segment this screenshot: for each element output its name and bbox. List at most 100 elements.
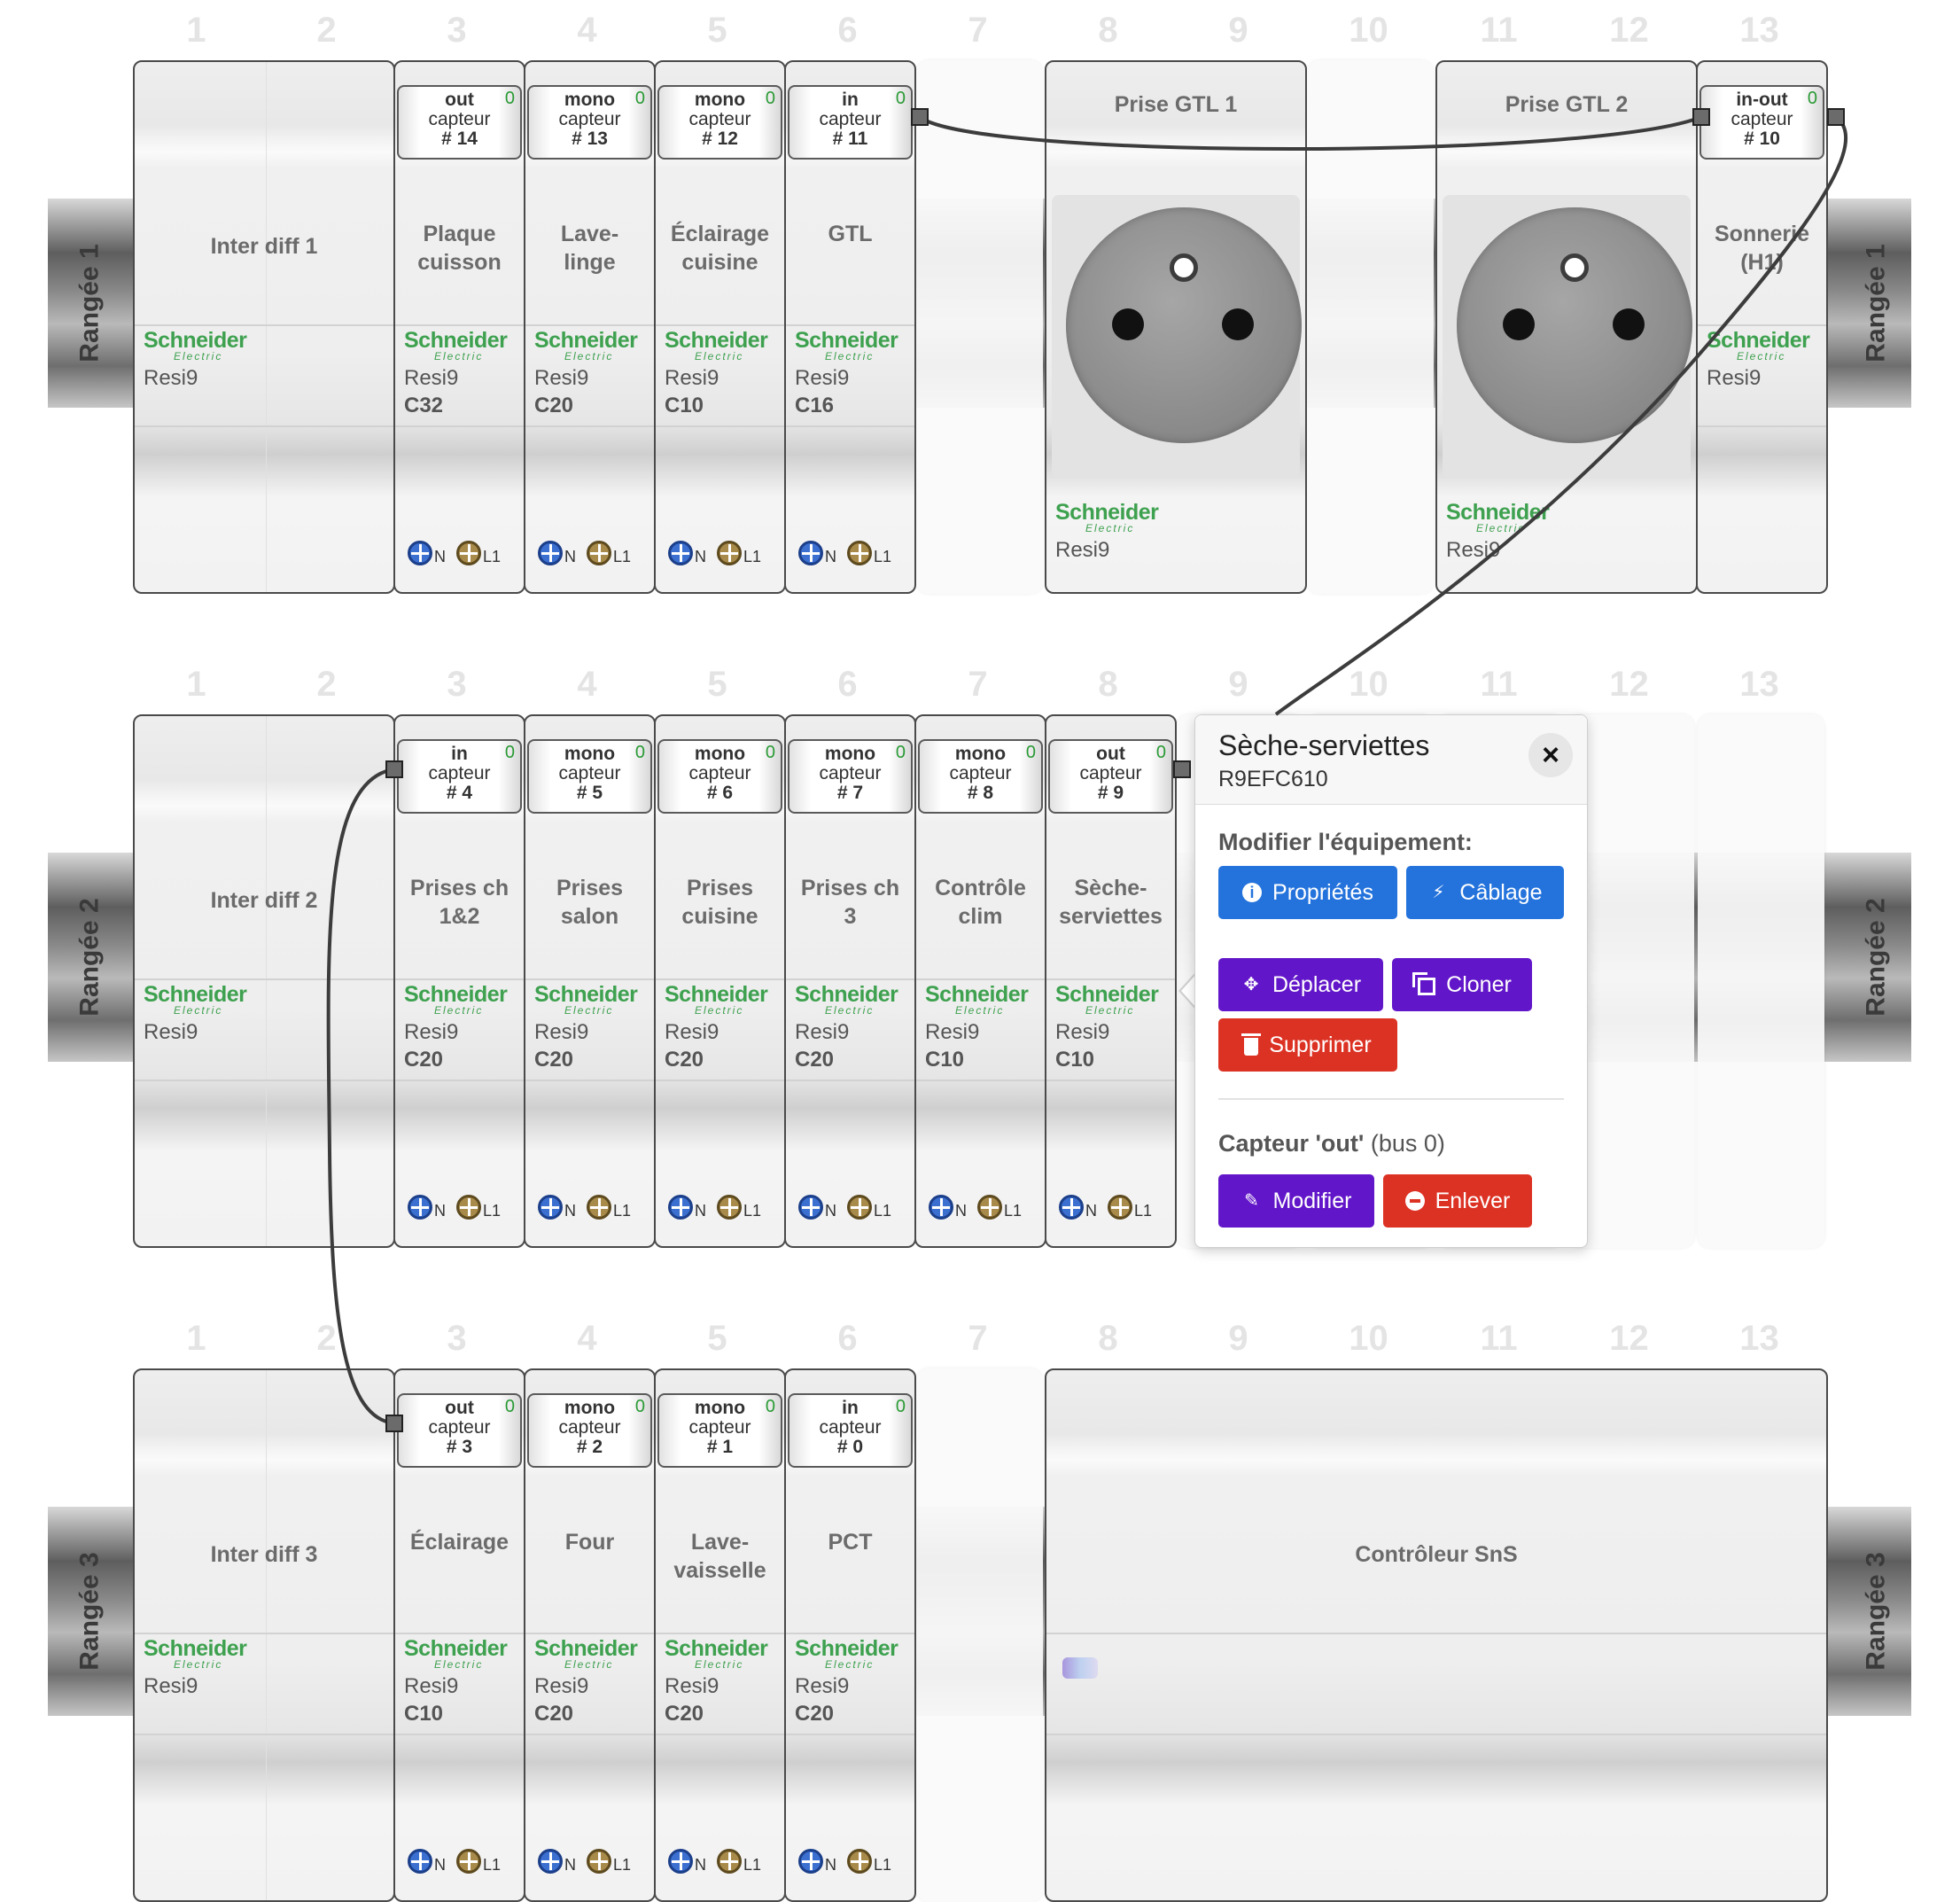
close-icon[interactable]: × <box>1528 733 1573 777</box>
brand-logo-sub: Electric <box>434 350 484 362</box>
sensor-bus-indicator: 0 <box>895 1397 906 1416</box>
neutral-terminal-icon[interactable] <box>408 1195 432 1220</box>
live-terminal-icon[interactable] <box>717 1195 742 1220</box>
module-name: Inter diff 2 <box>210 888 318 913</box>
column-number: 4 <box>577 1319 597 1358</box>
live-terminal-icon[interactable] <box>456 541 481 565</box>
wiring-button[interactable]: ⚡Câblage <box>1406 866 1564 919</box>
neutral-terminal-icon[interactable] <box>668 1849 693 1874</box>
neutral-terminal-icon[interactable] <box>798 1195 823 1220</box>
live-terminal-icon[interactable] <box>587 1195 611 1220</box>
brand-logo-sub: Electric <box>564 350 614 362</box>
empty-slot[interactable] <box>916 1368 1043 1902</box>
empty-slot[interactable] <box>1698 714 1824 1248</box>
remove-sensor-button[interactable]: Enlever <box>1383 1174 1532 1228</box>
remove-sensor-button-label: Enlever <box>1435 1188 1511 1213</box>
edit-sensor-button[interactable]: ✎Modifier <box>1218 1174 1374 1228</box>
neutral-terminal-label: N <box>825 1856 836 1874</box>
neutral-terminal-icon[interactable] <box>798 1849 823 1874</box>
live-terminal-icon[interactable] <box>1108 1195 1132 1220</box>
module-separator <box>395 324 524 326</box>
live-terminal-icon[interactable] <box>587 541 611 565</box>
module-separator <box>525 1734 654 1735</box>
neutral-terminal-icon[interactable] <box>408 1849 432 1874</box>
live-terminal-icon[interactable] <box>847 541 872 565</box>
empty-slot[interactable] <box>1567 714 1694 1248</box>
clone-button[interactable]: Cloner <box>1392 958 1532 1011</box>
row-label-text: Rangée 3 <box>75 1552 105 1671</box>
product-range: Resi9 <box>665 1674 719 1698</box>
empty-slot[interactable] <box>916 60 1043 594</box>
neutral-terminal-icon[interactable] <box>538 1849 563 1874</box>
delete-button[interactable]: Supprimer <box>1218 1018 1397 1072</box>
neutral-terminal-icon[interactable] <box>929 1195 953 1220</box>
product-range: Resi9 <box>534 1674 589 1698</box>
brand-logo: Schneider <box>665 328 768 353</box>
live-terminal-icon[interactable] <box>717 541 742 565</box>
neutral-terminal-icon[interactable] <box>408 541 432 565</box>
properties-button-label: Propriétés <box>1272 879 1373 905</box>
module-controller[interactable]: Contrôleur SnS <box>1045 1368 1828 1902</box>
sensor-number: # 7 <box>836 783 864 803</box>
column-number: 9 <box>1228 11 1248 50</box>
neutral-terminal-icon[interactable] <box>668 1195 693 1220</box>
live-terminal-icon[interactable] <box>977 1195 1002 1220</box>
neutral-terminal-icon[interactable] <box>1059 1195 1084 1220</box>
live-terminal-icon[interactable] <box>847 1195 872 1220</box>
empty-slot[interactable] <box>1307 60 1434 594</box>
neutral-terminal-icon[interactable] <box>668 541 693 565</box>
module-separator <box>395 1734 524 1735</box>
neutral-terminal-icon[interactable] <box>538 1195 563 1220</box>
live-terminal-icon[interactable] <box>717 1849 742 1874</box>
neutral-terminal-icon[interactable] <box>538 541 563 565</box>
live-terminal-icon[interactable] <box>847 1849 872 1874</box>
sensor-bus-indicator: 0 <box>895 89 906 108</box>
live-terminal-icon[interactable] <box>456 1195 481 1220</box>
live-terminal-icon[interactable] <box>456 1849 481 1874</box>
live-terminal-icon[interactable] <box>587 1849 611 1874</box>
move-button[interactable]: ✥Déplacer <box>1218 958 1383 1011</box>
neutral-terminal-icon[interactable] <box>798 541 823 565</box>
sensor-word: capteur <box>558 1417 621 1438</box>
